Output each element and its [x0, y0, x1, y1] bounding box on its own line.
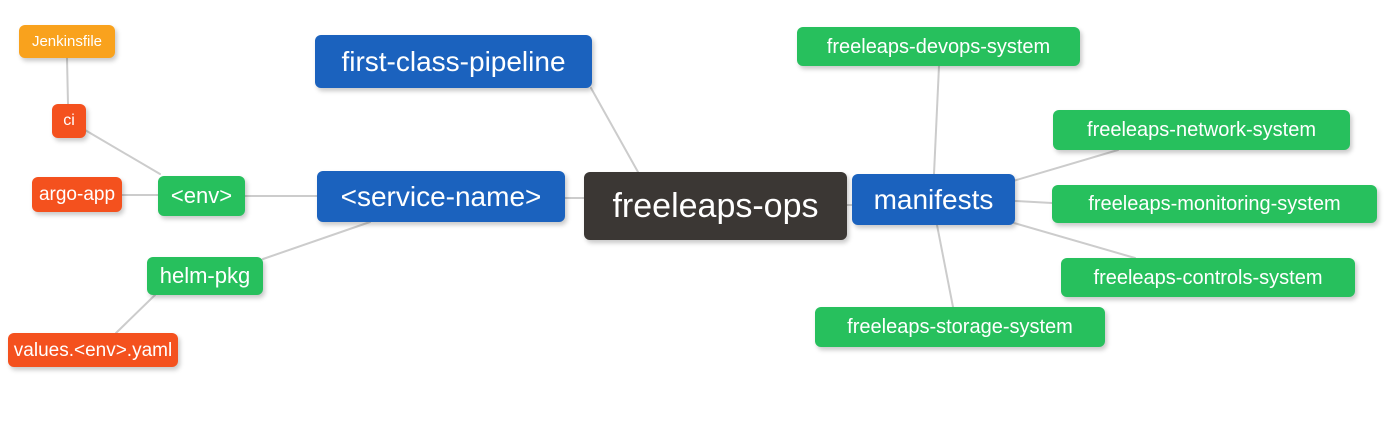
edge-ci-env [84, 129, 161, 175]
edge-service-name-helm-pkg [262, 221, 371, 260]
edge-manifests-controls-system [1013, 222, 1136, 259]
edge-manifests-network-system [1012, 149, 1119, 182]
node-env[interactable]: <env> [158, 176, 245, 216]
node-first-class-pipeline[interactable]: first-class-pipeline [315, 35, 592, 88]
edge-jenkinsfile-ci [66, 57, 69, 105]
node-freeleaps-ops[interactable]: freeleaps-ops [584, 172, 847, 240]
node-manifests[interactable]: manifests [852, 174, 1015, 225]
edge-manifests-storage-system [936, 224, 954, 308]
node-service-name[interactable]: <service-name> [317, 171, 565, 222]
edge-manifests-devops-system [933, 65, 940, 175]
node-storage-system[interactable]: freeleaps-storage-system [815, 307, 1105, 347]
node-ci[interactable]: ci [52, 104, 86, 138]
node-argo-app[interactable]: argo-app [32, 177, 122, 212]
node-devops-system[interactable]: freeleaps-devops-system [797, 27, 1080, 66]
node-network-system[interactable]: freeleaps-network-system [1053, 110, 1350, 150]
node-monitoring-system[interactable]: freeleaps-monitoring-system [1052, 185, 1377, 223]
edge-helm-pkg-values-env-yaml [115, 294, 156, 334]
edge-manifests-monitoring-system [1014, 200, 1053, 204]
node-helm-pkg[interactable]: helm-pkg [147, 257, 263, 295]
edge-first-class-pipeline-freeleaps-ops [590, 87, 639, 173]
node-jenkinsfile[interactable]: Jenkinsfile [19, 25, 115, 58]
node-values-env-yaml[interactable]: values.<env>.yaml [8, 333, 178, 367]
node-controls-system[interactable]: freeleaps-controls-system [1061, 258, 1355, 297]
